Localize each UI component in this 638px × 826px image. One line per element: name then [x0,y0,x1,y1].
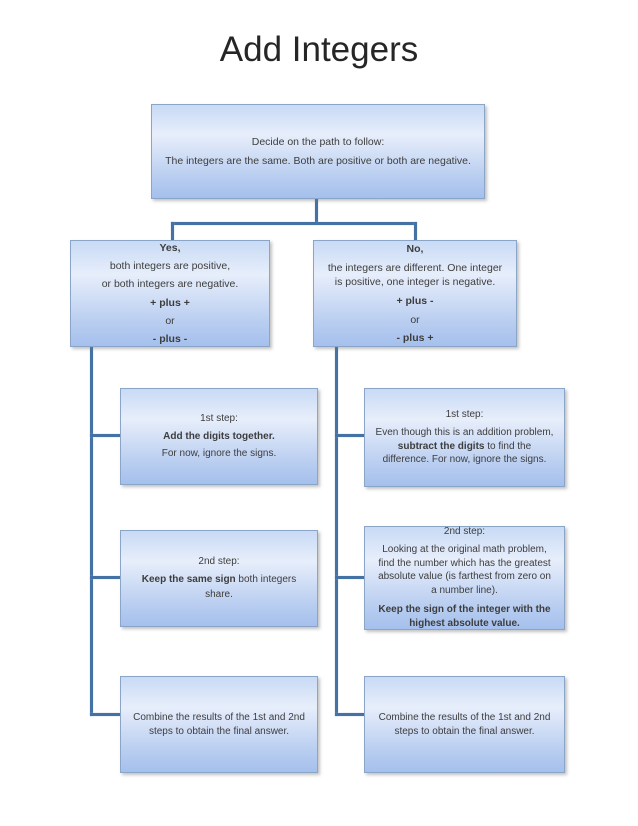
no-step2-label: 2nd step: [443,525,486,537]
connector-yes-step2 [90,576,120,579]
yes-step2-rest: both integers share. [205,573,297,601]
yes-line6: - plus - [152,333,188,346]
no-heading: No, [406,242,424,255]
connector-root-stub [315,199,318,224]
connector-no-step3 [335,713,364,716]
yes-step1-text: For now, ignore the signs. [161,448,277,460]
connector-yes-trunk [90,347,93,716]
yes-step1-box: 1st step: Add the digits together. For n… [120,388,318,485]
yes-heading: Yes, [159,241,181,254]
decision-box: Decide on the path to follow: The intege… [151,104,485,199]
yes-line2: both integers are positive, [109,259,231,272]
no-branch-box: No, the integers are different. One inte… [313,240,517,347]
connector-branch-horizontal [171,222,417,225]
no-step1-text: Even though this is an addition problem,… [375,426,554,467]
no-step3-box: Combine the results of the 1st and 2nd s… [364,676,565,773]
no-step1-pre: Even though this is an addition problem, [375,427,554,438]
no-body: the integers are different. One integer … [327,262,503,289]
no-line5: or [410,313,420,326]
decision-line1: Decide on the path to follow: [251,136,385,149]
yes-step2-box: 2nd step: Keep the same sign both intege… [120,530,318,627]
yes-branch-box: Yes, both integers are positive, or both… [70,240,270,347]
yes-line3: or both integers are negative. [101,278,239,291]
yes-step1-bold: Add the digits together. [163,430,275,442]
connector-no-step2 [335,576,364,579]
connector-yes-step3 [90,713,120,716]
yes-step3-box: Combine the results of the 1st and 2nd s… [120,676,318,773]
no-step1-box: 1st step: Even though this is an additio… [364,388,565,487]
no-step2-body: Looking at the original math problem, fi… [378,544,551,596]
yes-step3-text: Combine the results of the 1st and 2nd s… [133,712,305,737]
page-title: Add Integers [219,30,419,69]
connector-no-step1 [335,434,364,437]
yes-step2-text: Keep the same sign both integers share. [131,572,307,603]
yes-line4: + plus + [150,296,190,309]
yes-step2-bold: Keep the same sign [141,573,236,585]
no-step2-bold: Keep the sign of the integer with the hi… [378,604,551,629]
connector-yes-step1 [90,434,120,437]
no-step3-text: Combine the results of the 1st and 2nd s… [378,712,551,737]
yes-step1-label: 1st step: [200,413,238,425]
connector-drop-yes [171,222,174,240]
no-step1-label: 1st step: [445,408,484,420]
no-step1-bold: subtract the digits [397,440,485,452]
no-line6: - plus + [396,331,434,344]
decision-line2: The integers are the same. Both are posi… [165,154,471,167]
connector-drop-no [414,222,417,240]
connector-no-trunk [335,347,338,716]
no-line4: + plus - [396,295,434,308]
yes-step2-label: 2nd step: [198,556,240,568]
yes-line5: or [165,314,175,327]
no-step2-box: 2nd step: Looking at the original math p… [364,526,565,630]
no-step1-post: to find the difference. For now, ignore … [382,440,547,466]
